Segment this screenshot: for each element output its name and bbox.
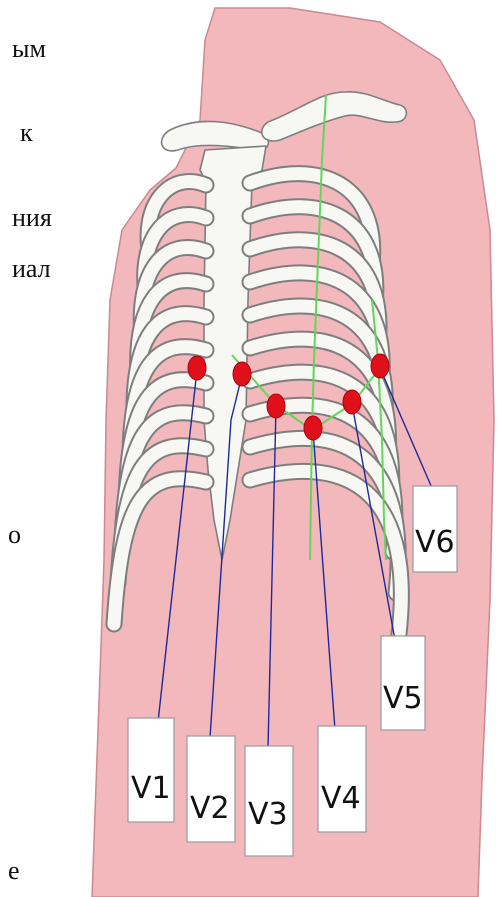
electrode-v6 [371,354,389,378]
lead-box-v2 [187,736,235,842]
electrode-v3 [267,394,285,418]
electrode-v5 [343,390,361,414]
lead-label-v2: V2 [190,791,230,826]
lead-label-v5: V5 [383,681,423,716]
lead-label-v4: V4 [321,781,361,816]
electrode-v4 [304,416,322,440]
lead-box-v1 [128,718,174,822]
lead-box-v4 [318,726,366,832]
lead-label-v6: V6 [415,525,455,560]
lead-label-v1: V1 [131,771,171,806]
electrode-v2 [233,362,251,386]
electrode-v1 [188,356,206,380]
lead-label-v3: V3 [248,797,288,832]
